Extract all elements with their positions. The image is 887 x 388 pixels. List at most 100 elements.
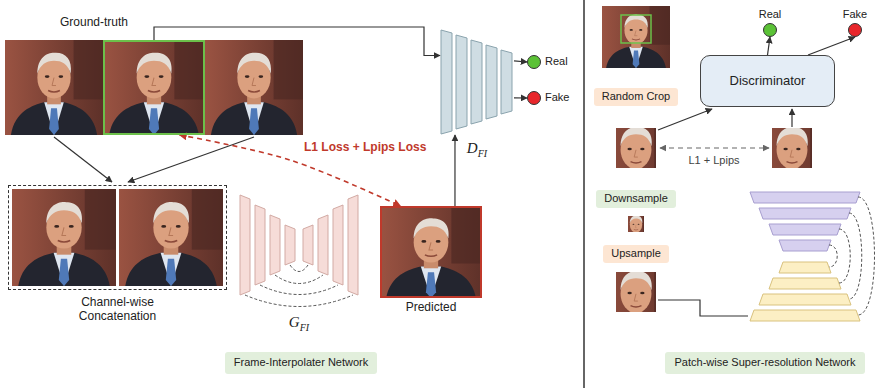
decoder-layer (759, 294, 851, 305)
input-arrow (128, 137, 254, 182)
ground-truth-frame: Ground-truth (103, 40, 205, 135)
discriminator-box: Discriminator (700, 55, 835, 107)
node-label: Real (759, 8, 782, 21)
disc-layer (501, 50, 512, 114)
node-label: Downsample (604, 192, 668, 205)
decoder-layer (318, 215, 328, 275)
encoder-layer (285, 225, 295, 265)
node-label: Channel-wise Concatenation (58, 295, 178, 324)
node-text: Frame-Interpolater Network (234, 356, 369, 368)
subscript-text: FI (300, 322, 309, 333)
ground-truth-image (103, 40, 205, 135)
node-label: Frame-Interpolater Network (234, 356, 369, 369)
node-label: Random Crop (602, 90, 670, 103)
disc-layer (486, 45, 497, 119)
concat-box: Channel-wise Concatenation (8, 185, 227, 290)
encoder-layer (759, 208, 851, 219)
generator-layers (240, 195, 358, 295)
connector (514, 61, 527, 62)
node-label: Fake (843, 8, 867, 21)
skip-connections (245, 265, 353, 307)
node-label: Ground-truth (60, 15, 128, 29)
skip-connection (839, 229, 850, 283)
source-frame (602, 6, 670, 68)
node-label: DFI (467, 139, 487, 160)
node-label: GFI (289, 313, 309, 334)
node-text: Fake (545, 91, 569, 103)
connector (768, 37, 771, 55)
predicted-frame: Predicted (380, 206, 482, 298)
input-arrow (54, 137, 112, 182)
encoder-layer (750, 192, 860, 203)
encoder-layer (769, 224, 841, 235)
concat-frame (119, 189, 223, 286)
step-label: Random Crop (594, 88, 678, 106)
section-label: Frame-Interpolater Network (225, 352, 377, 374)
node-label: Patch-wise Super-resolution Network (675, 356, 856, 369)
fake-dot: Fake (527, 91, 541, 105)
input-frame (5, 40, 103, 135)
sr-encoder (750, 192, 860, 251)
node-text: Random Crop (602, 90, 670, 102)
sr-decoder (750, 262, 860, 321)
generator: GFI (238, 193, 360, 297)
discriminator: DFI (440, 29, 514, 135)
predicted-image (380, 206, 482, 298)
subscript-text: FI (478, 148, 487, 159)
decoder-layer (769, 278, 841, 289)
decoder-layer (348, 195, 358, 295)
node-text: G (289, 314, 300, 330)
node-text: Upsample (611, 247, 661, 259)
node-label: Upsample (611, 247, 661, 260)
real-dot: Real (763, 23, 777, 37)
encoder-layer (255, 205, 265, 285)
node-text: Predicted (406, 300, 457, 314)
crop-box (621, 15, 651, 43)
concat-frame (12, 189, 116, 286)
node-text: Patch-wise Super-resolution Network (675, 356, 856, 368)
panel-divider (583, 0, 585, 388)
node-label: Predicted (406, 300, 457, 314)
node-text: Discriminator (730, 73, 806, 88)
decoder-layer (750, 310, 860, 321)
disc-layer (441, 30, 452, 134)
predicted-patch (747, 115, 838, 202)
node-text: Channel-wise Concatenation (79, 295, 156, 323)
skip-connection (245, 295, 353, 307)
decoder-layer (779, 262, 831, 273)
discriminator-layers (441, 30, 512, 134)
decoder-layer (333, 205, 343, 285)
skip-connection (260, 285, 338, 295)
input-line (658, 300, 748, 316)
section-label: Patch-wise Super-resolution Network (665, 352, 865, 374)
encoder-layer (779, 240, 831, 251)
connector (514, 97, 527, 98)
fake-dot: Fake (848, 23, 862, 37)
loss-label: L1 + Lpips (686, 154, 741, 166)
skip-connection (858, 197, 875, 315)
connector (808, 37, 855, 55)
skip-connection (829, 245, 837, 267)
patch-arrow (658, 109, 712, 130)
node-label: Discriminator (730, 73, 806, 89)
disc-layer (471, 40, 482, 124)
upsampled-patch (591, 259, 682, 346)
disc-layer (456, 35, 467, 129)
skip-connection (290, 265, 308, 272)
skip-connections (829, 197, 875, 315)
real-dot: Real (527, 55, 541, 69)
node-text: Real (545, 55, 568, 67)
node-label: Real (545, 55, 568, 68)
node-text: D (467, 140, 478, 156)
node-label: Fake (545, 91, 569, 104)
input-frame (205, 40, 303, 135)
node-text: Fake (843, 8, 867, 20)
node-text: Real (759, 8, 782, 20)
skip-connection (275, 275, 323, 284)
encoder-layer (240, 195, 250, 295)
downsampled-patch (618, 211, 654, 246)
node-text: Downsample (604, 192, 668, 204)
loss-label: L1 Loss + Lpips Loss (302, 140, 428, 154)
